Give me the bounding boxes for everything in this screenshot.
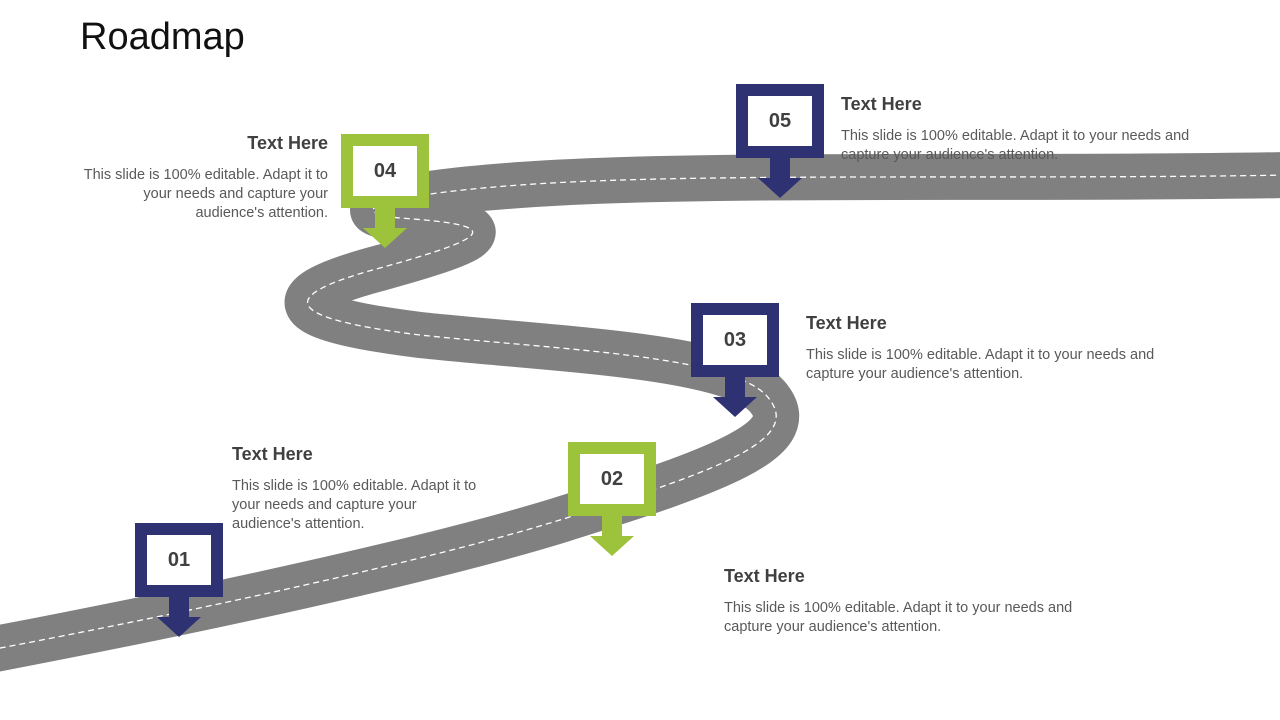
marker-stem [375, 208, 395, 228]
milestone-description: This slide is 100% editable. Adapt it to… [83, 167, 328, 221]
marker-stem [169, 597, 189, 617]
milestone-number: 04 [353, 146, 417, 196]
arrow-down-icon [363, 228, 407, 248]
arrow-down-icon [157, 617, 201, 637]
milestone-heading: Text Here [232, 444, 313, 464]
milestone-text-02: Text Here This slide is 100% editable. A… [724, 566, 1094, 637]
milestone-marker-05: 05 [736, 84, 824, 199]
arrow-down-icon [713, 397, 757, 417]
milestone-number: 01 [147, 535, 211, 585]
marker-stem [770, 158, 790, 178]
marker-stem [725, 377, 745, 397]
page-title: Roadmap [80, 16, 245, 58]
arrow-down-icon [758, 178, 802, 198]
milestone-text-03: Text Here This slide is 100% editable. A… [806, 313, 1176, 384]
milestone-number: 05 [748, 96, 812, 146]
milestone-description: This slide is 100% editable. Adapt it to… [806, 347, 1155, 382]
marker-stem [602, 516, 622, 536]
milestone-text-05: Text Here This slide is 100% editable. A… [841, 94, 1211, 165]
milestone-number: 03 [703, 315, 767, 365]
milestone-marker-01: 01 [135, 523, 223, 638]
milestone-marker-02: 02 [568, 442, 656, 557]
milestone-heading: Text Here [841, 94, 922, 114]
milestone-description: This slide is 100% editable. Adapt it to… [232, 478, 477, 532]
milestone-heading: Text Here [806, 313, 887, 333]
milestone-marker-04: 04 [341, 134, 429, 249]
milestone-text-04: Text Here This slide is 100% editable. A… [78, 133, 328, 223]
milestone-marker-03: 03 [691, 303, 779, 418]
milestone-heading: Text Here [247, 133, 328, 153]
milestone-description: This slide is 100% editable. Adapt it to… [724, 600, 1073, 635]
road-center-line [0, 174, 1280, 649]
milestone-description: This slide is 100% editable. Adapt it to… [841, 128, 1190, 163]
milestone-text-01: Text Here This slide is 100% editable. A… [232, 444, 482, 534]
milestone-heading: Text Here [724, 566, 805, 586]
arrow-down-icon [590, 536, 634, 556]
milestone-number: 02 [580, 454, 644, 504]
